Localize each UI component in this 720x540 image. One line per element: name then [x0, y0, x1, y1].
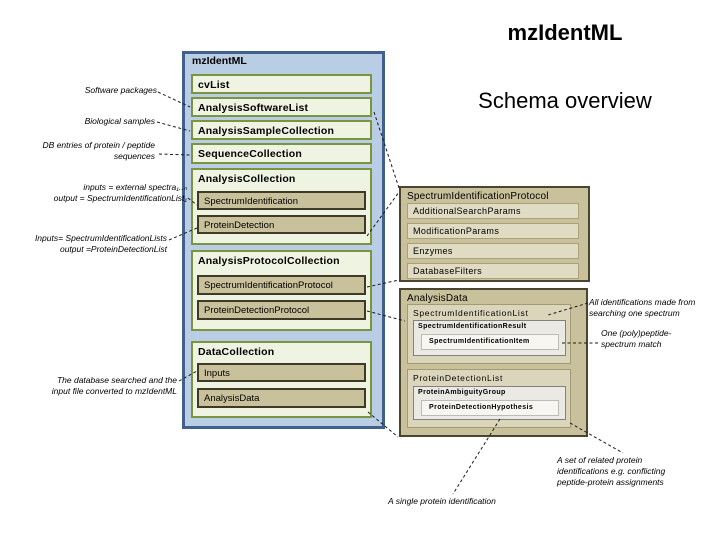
analysis-protocol-collection-label: AnalysisProtocolCollection: [198, 255, 340, 267]
data-collection-label: DataCollection: [198, 346, 275, 358]
spectrum-identification-list-label: SpectrumIdentificationList: [413, 308, 529, 318]
sequence-collection-box: SequenceCollection: [191, 143, 372, 164]
slide-title: mzIdentML: [507, 20, 623, 45]
spectrum-identification-result-label: SpectrumIdentificationResult: [418, 323, 527, 330]
cvlist-box: cvList: [191, 74, 372, 94]
additional-search-params-box: AdditionalSearchParams: [407, 203, 579, 219]
protein-detection-hypothesis-box: ProteinDetectionHypothesis: [421, 400, 559, 416]
note-all-identifications: All identifications made from searching …: [589, 297, 696, 318]
note-single-protein: A single protein identification: [388, 496, 496, 506]
protocol-panel-label: SpectrumIdentificationProtocol: [407, 191, 549, 202]
slide-subtitle: Schema overview: [478, 88, 652, 113]
analysis-data-box: AnalysisData: [197, 388, 366, 408]
enzymes-box: Enzymes: [407, 243, 579, 259]
spectrum-identification-protocol-box: SpectrumIdentificationProtocol: [197, 275, 366, 295]
protein-detection-box: ProteinDetection: [197, 215, 366, 234]
analysis-software-list-box: AnalysisSoftwareList: [191, 97, 372, 117]
spectrum-identification-box: SpectrumIdentification: [197, 191, 366, 210]
analysis-sample-collection-box: AnalysisSampleCollection: [191, 120, 372, 140]
protein-detection-list-label: ProteinDetectionList: [413, 373, 504, 383]
note-protein-detection-io: Inputs= SpectrumIdentificationLists outp…: [34, 233, 167, 254]
analysis-data-panel-label: AnalysisData: [407, 293, 468, 304]
modification-params-box: ModificationParams: [407, 223, 579, 239]
protein-ambiguity-group-label: ProteinAmbiguityGroup: [418, 389, 506, 396]
note-psm-match: One (poly)peptide- spectrum match: [601, 328, 672, 349]
database-filters-box: DatabaseFilters: [407, 263, 579, 279]
inputs-box: Inputs: [197, 363, 366, 382]
note-protein-set: A set of related protein identifications…: [557, 455, 666, 487]
note-spectrum-identification-io: inputs = external spectra₁..ₙ output = S…: [53, 182, 187, 203]
analysis-collection-label: AnalysisCollection: [198, 173, 296, 185]
note-software-packages: Software packages: [84, 85, 157, 95]
note-database-searched: The database searched and the input file…: [51, 375, 177, 396]
note-db-entries: DB entries of protein / peptide sequence…: [42, 140, 155, 161]
mzidentml-container-label: mzIdentML: [192, 55, 247, 67]
note-biological-samples: Biological samples: [84, 116, 155, 126]
spectrum-identification-item-box: SpectrumIdentificationItem: [421, 334, 559, 350]
protein-detection-protocol-box: ProteinDetectionProtocol: [197, 300, 366, 320]
